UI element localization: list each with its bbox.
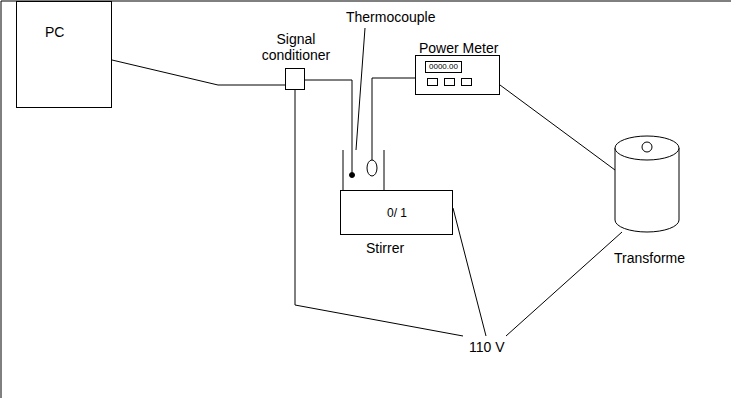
meter-button [444,78,455,86]
connector-wire [500,85,615,170]
power-wire [453,208,486,336]
display-reading: 0000.00 [429,62,458,71]
supply-label: 110 V [468,339,506,355]
connector-line [500,85,615,170]
meter-button [461,78,472,86]
power-wire [506,232,622,336]
part-label: Thermocouple [345,9,437,25]
thermocouple-tip [350,173,355,178]
connector-line [112,60,285,85]
box-heading: Power Meter [419,40,498,56]
meter-button [427,78,438,86]
computer-box: PC [16,1,112,108]
leader-line [356,28,365,150]
cylinder-outline [612,132,682,234]
box-heading: Signal conditioner [251,31,341,63]
thermocouple-wire [305,80,352,172]
beaker [343,150,384,190]
box-title: PC [45,24,64,40]
switch-label: 0/ 1 [387,207,407,221]
power-meter-box: Power Meter0000.00 [415,55,500,95]
heater-wire [372,78,415,160]
heater-coil [367,160,377,176]
meter-display: 0000.00 [425,61,462,73]
transformer-cylinder: Transforme [612,132,682,234]
box-caption: Stirrer [366,240,404,256]
power-wire [295,90,463,336]
box-caption: Transforme [614,250,685,266]
connector-wire [112,60,285,85]
stirrer-box: 0/ 1Stirrer [340,190,453,235]
conditioner-box: Signal conditioner [285,68,305,90]
